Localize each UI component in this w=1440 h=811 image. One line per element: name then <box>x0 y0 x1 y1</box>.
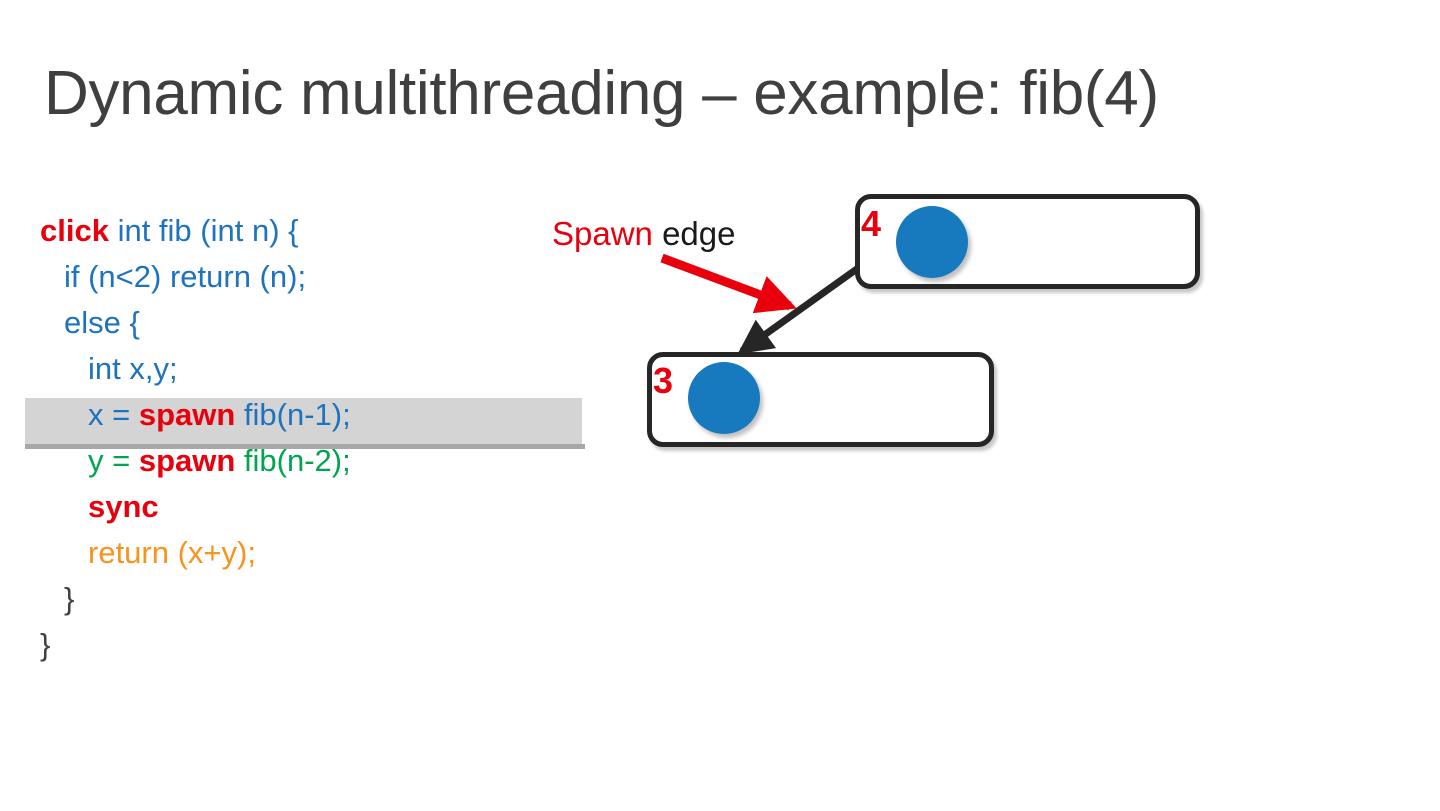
code-line: if (n<2) return (n); <box>0 254 600 300</box>
code-token: return (x+y); <box>88 535 256 570</box>
code-token: x = <box>88 397 139 432</box>
code-line-highlight-band <box>25 398 582 444</box>
code-line: y = spawn fib(n-2); <box>0 438 600 484</box>
code-line: } <box>0 576 600 622</box>
node-strand-dot-3[interactable] <box>688 362 760 434</box>
spawn-edge-annotation-label: Spawn edge <box>552 214 736 254</box>
code-line: else { <box>0 300 600 346</box>
code-token: spawn <box>138 443 236 478</box>
spawn-edge-label-red-word: Spawn <box>552 215 653 252</box>
code-token: } <box>40 627 51 662</box>
code-token: fib(n-1); <box>235 397 351 432</box>
code-token: else { <box>64 305 140 340</box>
code-line: } <box>0 622 600 668</box>
code-token: int x,y; <box>88 351 178 386</box>
code-line: int x,y; <box>0 346 600 392</box>
code-listing: click int fib (int n) { if (n<2) return (… <box>0 208 600 668</box>
code-token: } <box>64 581 75 616</box>
code-token: int fib (int n) { <box>108 213 299 248</box>
code-token: sync <box>88 489 159 524</box>
code-line-highlighted: x = spawn fib(n-1); <box>0 392 600 438</box>
code-token: y = <box>88 443 139 478</box>
code-token: fib(n-2); <box>235 443 351 478</box>
code-token: spawn <box>138 397 236 432</box>
code-token: if (n<2) return (n); <box>64 259 307 294</box>
spawn-edge-label-black-word: edge <box>652 215 736 252</box>
code-line: sync <box>0 484 600 530</box>
page-title: Dynamic multithreading – example: fib(4) <box>44 59 1159 128</box>
node-strand-dot-4[interactable] <box>896 206 968 278</box>
code-line-highlight-shadow <box>25 444 585 449</box>
code-token: click <box>40 213 109 248</box>
code-line: return (x+y); <box>0 530 600 576</box>
code-line: click int fib (int n) { <box>0 208 600 254</box>
